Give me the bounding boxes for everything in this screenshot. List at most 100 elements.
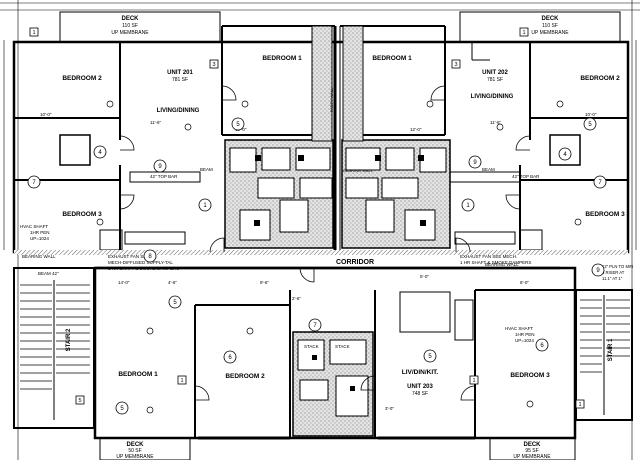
unit-left-label: UNIT 201 — [167, 70, 193, 76]
dim-left-1: 10'-0" — [40, 112, 52, 117]
deck-top-left: DECK 110 SF UP MEMBRANE — [59, 11, 221, 43]
bedroom2-upper-right-label: BEDROOM 2 — [580, 75, 620, 82]
corridor-label: CORRIDOR — [336, 259, 374, 266]
dim-right-2: 11'-6" — [490, 120, 502, 125]
lower-bathroom: STACK STACK — [292, 331, 374, 437]
callout-tags — [27, 117, 607, 415]
door-swings — [119, 85, 531, 401]
hvac-left-note-2: 1HR PEN — [30, 230, 50, 235]
stack-left-label: STACK — [304, 344, 319, 349]
hvac-left-note-1: HVAC SHAFT — [20, 224, 48, 229]
sq-tag-1a: 1 — [180, 378, 183, 384]
tag-7a: 7 — [32, 180, 36, 186]
bedroom3-right-label: BEDROOM 3 — [585, 211, 625, 218]
right-edge-note-2: 3 RISER AT — [602, 270, 625, 275]
square-tags — [29, 27, 585, 409]
sq-tag-1d: 1 — [32, 30, 35, 36]
living-right-label: LIVING/DINING — [471, 94, 514, 100]
exhaust-left-note-2: MECH-DIFFUSED SUPPLY-TAL — [108, 260, 173, 265]
deck-top-right-area: 110 SF — [542, 23, 558, 29]
party-wall-label: PARTY WALL — [329, 87, 334, 113]
beam-42-note: BEAM 42" — [38, 271, 59, 276]
tag-5e: 5 — [120, 406, 124, 412]
deck-top-left-area: 110 SF — [122, 23, 138, 29]
tag-1a: 1 — [203, 203, 207, 209]
unit-right-label: UNIT 202 — [482, 70, 508, 76]
unit-lower-area: 748 SF — [412, 391, 428, 397]
tag-7c: 7 — [313, 323, 317, 329]
tag-5d: 5 — [428, 354, 432, 360]
dim-lower-4: 5'-0" — [420, 274, 429, 279]
hvac-lower-note-2: 1HR PEN — [515, 332, 535, 337]
hvac-lower-note-3: UP=1024 — [515, 338, 534, 343]
ceiling-fixtures — [96, 100, 582, 414]
upper-notes: 42" TOP BAR 42" TOP BAR BEAM BEAM BEARIN… — [20, 167, 540, 241]
hvac-lower-note-1: HVAC SHAFT — [505, 326, 533, 331]
tag-6b: 6 — [540, 343, 544, 349]
right-edge-note-1: 12" PLN TO MIN — [602, 264, 633, 269]
deck-top-left-label: DECK — [121, 16, 139, 22]
unit-right-area: 781 SF — [487, 77, 503, 83]
tag-9b: 9 — [473, 160, 477, 166]
deck-top-left-note: UP MEMBRANE — [111, 30, 149, 36]
tag-6a: 6 — [228, 355, 232, 361]
upper-bathrooms — [224, 25, 451, 249]
lower-room-labels: BEDROOM 1 BEDROOM 2 BEDROOM 3 LIV/DIN/KI… — [118, 326, 550, 397]
bearing-wall-right-note: BEARING WALL — [485, 262, 519, 267]
dim-lower-6: 3'-0" — [385, 406, 394, 411]
tag-5c: 5 — [173, 300, 177, 306]
sq-tag-1e: 1 — [522, 30, 525, 36]
tag-4a: 4 — [98, 150, 102, 156]
bearing-wall-left-note: BEARING WALL — [22, 254, 56, 259]
deck-top-right: DECK 110 SF UP MEMBRANE — [459, 11, 621, 43]
beam-right-note: BEAM — [482, 167, 495, 172]
deck-bottom-right-area: 95 SF — [525, 448, 538, 454]
sq-tag-3b: 3 — [454, 62, 457, 68]
deck-top-right-note: UP MEMBRANE — [531, 30, 569, 36]
deck-bottom-right-note: UP MEMBRANE — [513, 454, 551, 460]
bedroom3-left-label: BEDROOM 3 — [62, 211, 102, 218]
dim-right-3: 12'-0" — [410, 127, 422, 132]
hvac-left-note-3: UP=1024 — [30, 236, 49, 241]
bearing-wall-center-note: BEARING WALL — [343, 168, 374, 173]
bedroom2-lower-label: BEDROOM 2 — [225, 373, 265, 380]
dim-lower-2: 4'-6" — [168, 280, 177, 285]
bar-left-note: 42" TOP BAR — [150, 174, 178, 179]
deck-bottom-left: DECK 50 SF UP MEMBRANE — [99, 437, 191, 460]
tag-9c: 9 — [596, 268, 600, 274]
deck-bottom-left-note: UP MEMBRANE — [116, 454, 154, 460]
deck-top-right-label: DECK — [541, 16, 559, 22]
tag-5b: 5 — [588, 122, 592, 128]
living-left-label: LIVING/DINING — [157, 108, 200, 114]
right-edge-note-3: 11.1" AT 1" — [602, 276, 623, 281]
deck-bottom-right-label: DECK — [523, 442, 541, 448]
stair-left: STAIR 2 BEAM 42" — [13, 267, 95, 429]
exhaust-right-note-2: 1 HR SHAFT & SMOKE DAMPERS — [460, 260, 531, 265]
dim-lower-5: 8'-0" — [520, 280, 529, 285]
tag-8a: 8 — [148, 254, 152, 260]
square-tag-numbers: 3 3 1 1 5 1 1 1 — [32, 30, 581, 408]
deck-bottom-right: DECK 95 SF UP MEMBRANE — [489, 437, 576, 460]
callout-tag-numbers: 5 4 7 9 1 8 5 4 7 9 1 9 5 6 7 5 6 5 — [32, 122, 602, 412]
stair-left-label: STAIR 2 — [66, 328, 72, 351]
stair-right-label: STAIR 1 — [608, 338, 614, 361]
tag-5a: 5 — [236, 122, 240, 128]
deck-bottom-left-label: DECK — [126, 442, 144, 448]
stack-right-label: STACK — [335, 344, 350, 349]
bedroom1-upper-left-label: BEDROOM 1 — [262, 55, 302, 62]
dim-right-1: 10'-0" — [585, 112, 597, 117]
bedroom1-lower-label: BEDROOM 1 — [118, 371, 158, 378]
beam-left-note: BEAM — [200, 167, 213, 172]
upper-room-labels: BEDROOM 1 BEDROOM 1 BEDROOM 2 BEDROOM 2 … — [62, 55, 625, 218]
unit-lower-label: UNIT 203 — [407, 384, 433, 390]
sq-tag-3a: 3 — [212, 62, 215, 68]
deck-bottom-left-area: 50 SF — [128, 448, 141, 454]
sq-tag-1b: 1 — [472, 378, 475, 384]
corridor: CORRIDOR BEARING WALL BEARING WALL EXHAU… — [14, 250, 633, 281]
exhaust-left-note-1: EXHAUST FAN SEE — [108, 254, 149, 259]
sq-tag-1c: 1 — [578, 402, 581, 408]
unit-left-area: 781 SF — [172, 77, 188, 83]
bar-right-note: 42" TOP BAR — [512, 174, 540, 179]
